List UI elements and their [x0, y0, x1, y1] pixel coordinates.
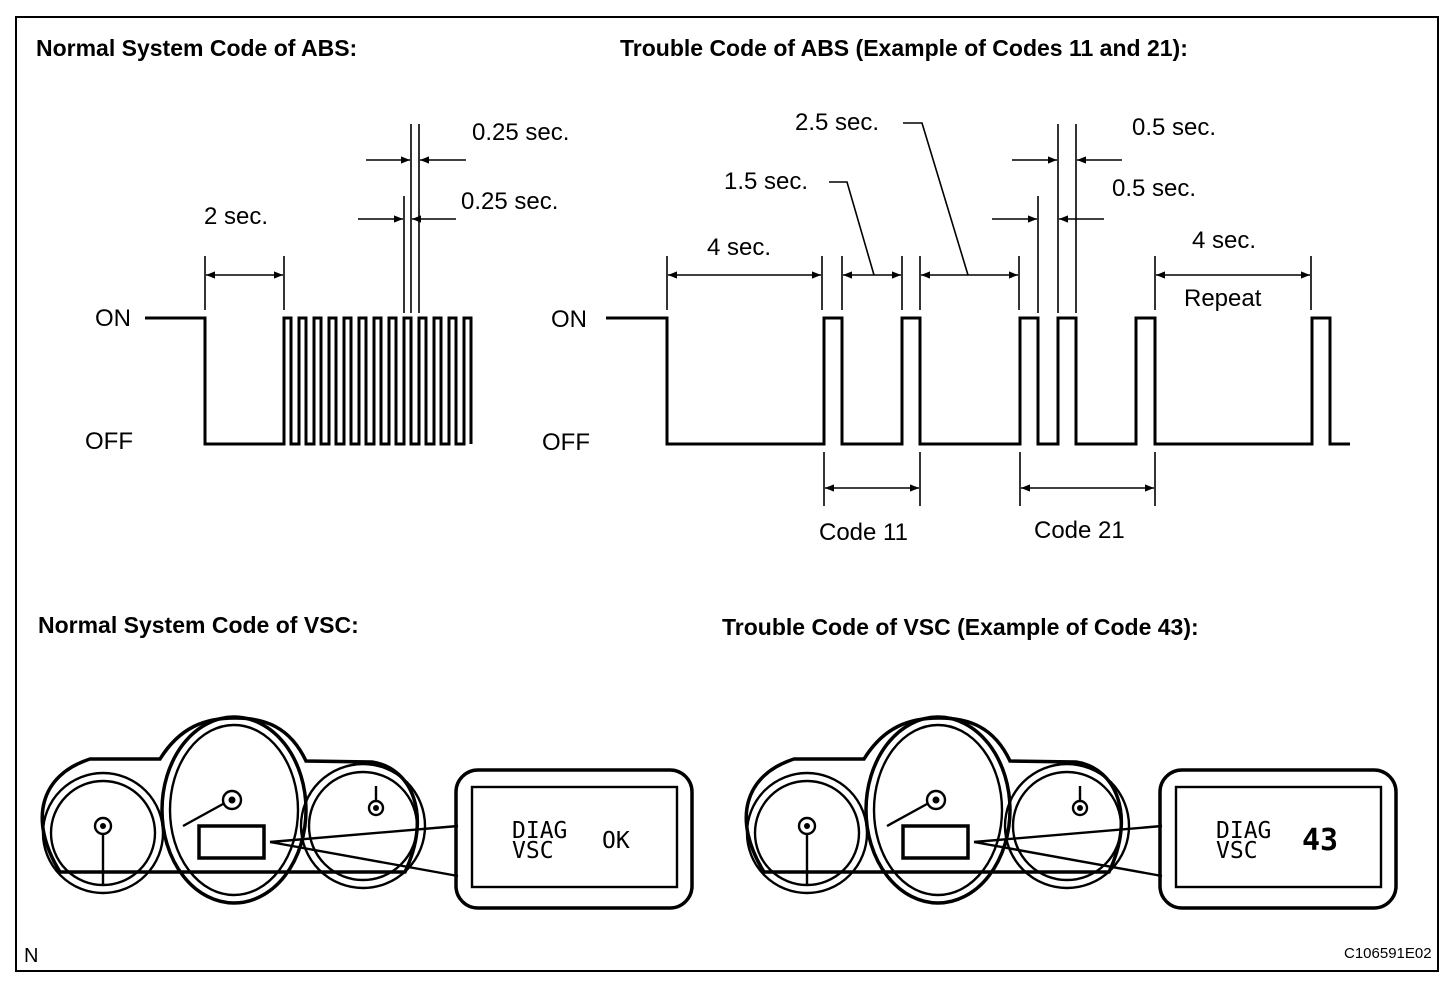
right-gauge-inner [307, 770, 419, 882]
speedometer-outer [160, 715, 308, 905]
dim-1-5sec-label: 1.5 sec. [724, 168, 808, 195]
abs-trouble-on-label: ON [551, 306, 587, 333]
dim-1-5sec-leader [829, 181, 875, 276]
callout-screen [1174, 785, 1383, 889]
figure-border [15, 16, 1439, 972]
callout-leader-bottom [973, 840, 1163, 878]
vsc-trouble-instrument-cluster [744, 715, 1163, 905]
speedometer-inner [168, 723, 300, 897]
multi-display-window [901, 824, 970, 860]
cluster-housing [744, 716, 1124, 874]
dim-half-on-label: 0.5 sec. [1132, 114, 1216, 141]
abs-normal-section: Normal System Code of ABS: ON OFF 2 sec.… [36, 35, 569, 455]
corner-mark: N [24, 945, 38, 967]
vsc-normal-display-diag: DIAG [512, 818, 567, 844]
code-21-label: Code 21 [1034, 517, 1125, 544]
callout-leader-top [269, 824, 459, 844]
dim-4sec-repeat-label: 4 sec. [1192, 227, 1256, 254]
dim-4sec-start-label: 4 sec. [707, 234, 771, 261]
speedometer-inner [872, 723, 1004, 897]
dim-half-off-label: 0.5 sec. [1112, 175, 1196, 202]
vsc-normal-instrument-cluster [40, 715, 459, 905]
callout-leader-top [973, 824, 1163, 844]
dim-2-5sec-label: 2.5 sec. [795, 109, 879, 136]
vsc-normal-display-value: OK [602, 828, 630, 854]
speedometer-pivot-dot [932, 796, 940, 804]
vsc-normal-section: Normal System Code of VSC: [38, 612, 694, 910]
right-gauge-outer [1003, 762, 1131, 890]
abs-normal-title: Normal System Code of ABS: [36, 35, 357, 61]
figure-id: C106591E02 [1344, 945, 1432, 962]
vsc-trouble-section: Trouble Code of VSC (Example of Code 43)… [722, 614, 1398, 910]
callout-bezel [454, 768, 694, 910]
vsc-normal-title: Normal System Code of VSC: [38, 612, 359, 638]
dim-quarter-off-label: 0.25 sec. [461, 188, 558, 215]
right-gauge-pivot-dot [1077, 805, 1083, 811]
cluster-housing [40, 716, 420, 874]
dim-quarter-on-label: 0.25 sec. [472, 119, 569, 146]
abs-normal-on-label: ON [95, 305, 131, 332]
speedometer-needle [182, 802, 224, 828]
right-gauge-inner [1011, 770, 1123, 882]
vsc-trouble-display-callout: DIAG VSC 43 [1158, 768, 1398, 910]
abs-trouble-title: Trouble Code of ABS (Example of Codes 11… [620, 35, 1188, 61]
abs-normal-off-label: OFF [85, 428, 133, 455]
abs-normal-waveform [145, 316, 473, 446]
abs-trouble-waveform [606, 316, 1350, 446]
right-gauge-outer [299, 762, 427, 890]
speedometer-pivot-dot [228, 796, 236, 804]
speedometer-pivot-icon [221, 789, 243, 811]
vsc-normal-display-callout: DIAG VSC OK [454, 768, 694, 910]
vsc-trouble-display-diag: DIAG [1216, 818, 1271, 844]
vsc-trouble-title: Trouble Code of VSC (Example of Code 43)… [722, 614, 1199, 640]
speedometer-outer [864, 715, 1012, 905]
repeat-label: Repeat [1184, 285, 1262, 312]
dim-2-5sec-leader [903, 122, 969, 276]
left-gauge-pivot-dot [804, 823, 810, 829]
vsc-normal-display-vsc: VSC [512, 838, 554, 864]
multi-display-window [197, 824, 266, 860]
vsc-trouble-display-vsc: VSC [1216, 838, 1258, 864]
callout-bezel [1158, 768, 1398, 910]
speedometer-pivot-icon [925, 789, 947, 811]
left-gauge-pivot-dot [100, 823, 106, 829]
callout-leader-bottom [269, 840, 459, 878]
abs-trouble-off-label: OFF [542, 429, 590, 456]
callout-screen [470, 785, 679, 889]
dim-2sec-label: 2 sec. [204, 203, 268, 230]
speedometer-needle [886, 802, 928, 828]
code-11-label: Code 11 [819, 519, 908, 546]
abs-trouble-section: Trouble Code of ABS (Example of Codes 11… [542, 35, 1350, 546]
right-gauge-pivot-dot [373, 805, 379, 811]
vsc-trouble-display-value: 43 [1302, 823, 1338, 858]
